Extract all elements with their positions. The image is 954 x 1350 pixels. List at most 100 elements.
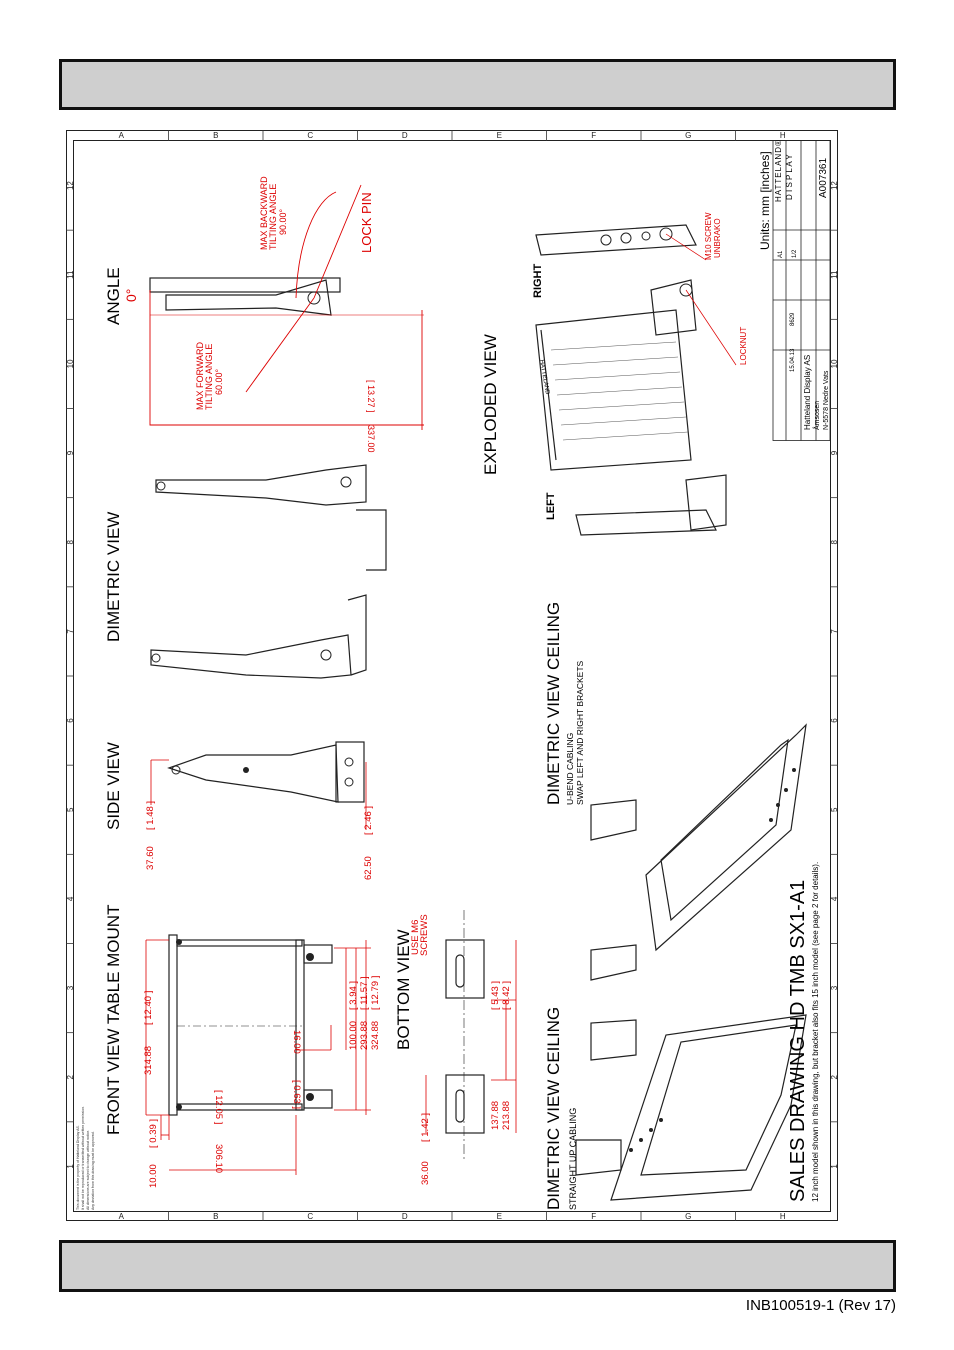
exploded-brand: HATTELAND: [538, 359, 550, 395]
grid-row-label: A: [119, 1212, 125, 1221]
drawing-label-front_dims-d16_in: [ 0.63 ]: [291, 1080, 302, 1109]
drawing-label-side_dims-d62: 62.50: [363, 856, 374, 880]
drawing-label-bottom_dims-d213_in: [ 8.42 ]: [501, 981, 512, 1010]
drawing-label-front_dims-d306: 306.10: [213, 1144, 224, 1173]
ceiling-straight-group: DIMETRIC VIEW CEILING STRAIGHT UP CABLIN…: [544, 1007, 807, 1210]
grid-col-label: 12: [830, 181, 838, 190]
grid-col-label: 9: [830, 450, 838, 455]
company-name: Hatteland Display AS: [803, 355, 812, 430]
ceiling-ubend-title: DIMETRIC VIEW CEILING: [544, 602, 563, 805]
drawing-label-angle_labels-max_forward_2: TILTING ANGLE: [204, 344, 214, 410]
grid-col-label: 3: [830, 985, 838, 990]
angle-view-group: ANGLE 0° LOCK PIN MAX BACKWARD TILTING A…: [104, 176, 424, 453]
drawing-date: 15.04.13: [790, 348, 796, 372]
drawing-label-angle_labels-max_backward_1: MAX BACKWARD: [259, 176, 269, 250]
sheet-number: 1/2: [792, 249, 798, 258]
title-main: SALES DRAWING HD TMB SX1-A1: [787, 880, 809, 1202]
locknut-label: LOCKNUT: [739, 327, 748, 365]
grid-col-label: 2: [66, 1074, 75, 1079]
grid-row-label: G: [685, 1212, 691, 1221]
exploded-view-group: EXPLODED VIEW RIGHT LEFT M10 SCREW UNBRA…: [481, 212, 748, 536]
drawing-label-front_dims-d100_in: [ 3.94 ]: [348, 981, 359, 1010]
exploded-view-title: EXPLODED VIEW: [481, 334, 500, 475]
title-block: [772, 140, 831, 441]
grid-row-label: F: [591, 1212, 596, 1221]
drawing-label-front_dims-d10_in: [ 0.39 ]: [148, 1119, 159, 1148]
bottom-footer-bar: [59, 1240, 896, 1292]
drawing-label-front_dims-d324: 324.88: [370, 1021, 381, 1050]
unbrako-label: UNBRAKO: [713, 218, 722, 258]
exploded-right-label: RIGHT: [532, 264, 544, 299]
drawing-number: A007361: [818, 158, 829, 198]
grid-col-label: 5: [66, 807, 75, 812]
grid-col-label: 4: [66, 896, 75, 901]
top-header-bar: [59, 59, 896, 110]
grid-col-label: 7: [66, 629, 75, 634]
inner-frame: [73, 140, 831, 1212]
angle-zero-label: 0°: [123, 289, 139, 302]
document-reference: INB100519-1 (Rev 17): [745, 1297, 896, 1314]
grid-row-label: H: [780, 1212, 786, 1221]
front-view-group: FRONT VIEW TABLE MOUNT: [104, 905, 381, 1188]
drawing-ref: 8629: [790, 312, 796, 326]
drawing-label-angle_labels-max_forward_3: 60.00°: [214, 368, 224, 395]
front-view-title: FRONT VIEW TABLE MOUNT: [104, 905, 123, 1135]
company-address-1: Åmsosen: [812, 401, 821, 430]
grid-col-label: 4: [830, 896, 838, 901]
grid-row-label: C: [307, 131, 313, 140]
grid-row-label: B: [213, 131, 218, 140]
logo-display: D I S P L A Y: [785, 154, 794, 200]
units-label: Units: mm [inches]: [758, 151, 772, 250]
logo-hatteland: HATTELAND®: [774, 139, 783, 202]
ceiling-straight-note: STRAIGHT UP CABLING: [568, 1108, 578, 1210]
fine-print-3: All dimensions are subject to change wit…: [86, 1130, 90, 1210]
drawing-label-front_dims-d16: 16.00: [291, 1030, 302, 1054]
drawing-label-front_dims-d324_in: [ 12.79 ]: [370, 976, 381, 1010]
grid-col-label: 7: [830, 629, 838, 634]
bottom-view-group: BOTTOM VIEW USE M6 SCREWS 36.00 [ 1.42 ]…: [394, 910, 517, 1185]
drawing-label-angle_labels-dim_337: 337.00: [366, 425, 376, 453]
grid-row-label: B: [213, 1212, 218, 1221]
title-note: 12 inch model shown in this drawing, but…: [811, 862, 820, 1202]
lock-pin-label: LOCK PIN: [359, 192, 374, 253]
outer-frame: [66, 130, 838, 1221]
grid-col-label: 8: [66, 539, 75, 544]
grid-col-label: 10: [830, 359, 838, 368]
grid-col-label: 3: [66, 985, 75, 990]
side-view-title: SIDE VIEW: [104, 742, 123, 830]
dimetric-view-group: DIMETRIC VIEW: [104, 464, 387, 679]
drawing-label-side_dims-d37_in: [ 1.48 ]: [145, 801, 156, 830]
grid-col-label: 2: [830, 1074, 838, 1079]
drawing-label-bottom_dims-d36_in: [ 1.42 ]: [420, 1113, 431, 1142]
drawing-label-front_dims-d100: 100.00: [348, 1021, 359, 1050]
drawing-label-bottom_dims-use_m6_2: SCREWS: [419, 914, 430, 956]
drawing-label-bottom_dims-d213: 213.88: [501, 1101, 512, 1130]
drawing-label-side_dims-d37: 37.60: [145, 846, 156, 870]
grid-row-label: E: [497, 1212, 502, 1221]
grid-row-label: D: [402, 131, 408, 140]
grid-col-label: 10: [66, 359, 75, 368]
grid-row-label: G: [685, 131, 691, 140]
grid-row-label: D: [402, 1212, 408, 1221]
drawing-label-front_dims-d10: 10.00: [148, 1164, 159, 1188]
fine-print-4: Any deviation from this drawing must be …: [91, 1131, 95, 1210]
drawing-label-front_dims-d293: 293.88: [359, 1021, 370, 1050]
sheet-size: A1: [778, 250, 784, 258]
side-view-group: SIDE VIEW 37.60 [ 1.48 ] 62.50 [ 2.46 ]: [104, 741, 374, 880]
grid-col-label: 5: [830, 807, 838, 812]
grid-row-label: A: [119, 131, 125, 140]
drawing-label-front_dims-d306_in: [ 12.05 ]: [213, 1090, 224, 1124]
grid-col-label: 9: [66, 450, 75, 455]
grid-col-label: 6: [830, 718, 838, 723]
m10-screw-label: M10 SCREW: [704, 212, 713, 260]
grid-row-label: C: [307, 1212, 313, 1221]
grid-col-label: 8: [830, 539, 838, 544]
grid-row-label: E: [497, 131, 502, 140]
bottom-view-title: BOTTOM VIEW: [394, 929, 413, 1050]
grid-col-label: 1: [66, 1164, 75, 1169]
grid-col-label: 1: [830, 1164, 838, 1169]
fine-print-2: It shall not be reproduced or transmitte…: [81, 1106, 85, 1210]
grid-col-label: 11: [66, 270, 75, 279]
fine-print-1: This document is the property of Hattela…: [76, 1125, 80, 1210]
drawing-label-angle_labels-max_forward_1: MAX FORWARD: [195, 341, 205, 410]
